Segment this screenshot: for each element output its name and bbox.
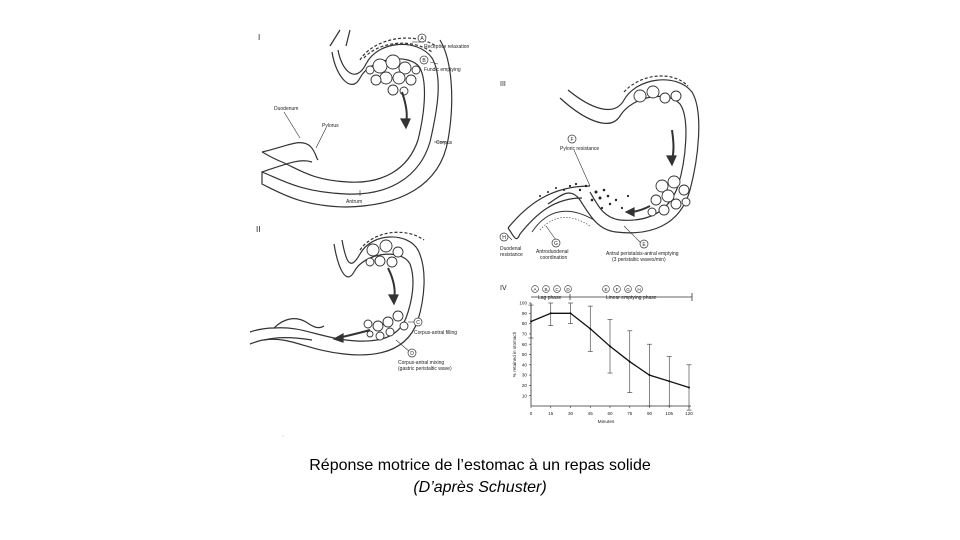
phase-letter-marker	[635, 285, 643, 293]
label-corpus: Corpus	[436, 140, 453, 146]
phase-letter-marker	[531, 285, 539, 293]
label-duodenum: Duodenum	[274, 106, 298, 112]
phase-letter-marker	[624, 285, 632, 293]
y-tick-label: 90	[522, 311, 528, 316]
label-duodenal: Duodenal	[500, 246, 521, 252]
label-e-letter: E	[642, 242, 646, 248]
label-corpus-antral-mixing: Corpus-antral mixing	[398, 360, 444, 366]
panel-iv: IV A B C D E F G H Lag phase Linear emptying p…	[500, 285, 693, 425]
y-tick-label: 30	[522, 373, 528, 378]
label-pylorus: Pylorus	[322, 123, 339, 129]
label-a-letter: A	[420, 36, 424, 42]
label-antral-peristalsis: Antral peristalsis-antral emptying	[606, 251, 679, 257]
data-point	[530, 320, 532, 323]
panel-iv-numeral: IV	[500, 285, 507, 292]
label-e-marker	[639, 239, 649, 249]
data-point	[628, 360, 631, 363]
panel-iii-numeral: III	[500, 81, 506, 88]
label-corpus-antral-filling: Corpus-antral filling	[414, 330, 457, 336]
phase-letter-marker	[564, 285, 572, 293]
phase-bars	[531, 293, 693, 301]
x-axis-label: Minutes	[598, 419, 615, 425]
artifact-dot	[282, 435, 284, 437]
linear-phase-letters: E F G H	[602, 285, 643, 293]
x-tick-label: 15	[548, 411, 554, 416]
x-tick-label: 90	[647, 411, 653, 416]
y-tick-label: 100	[519, 301, 527, 306]
y-tick-label: 20	[522, 383, 528, 388]
y-tick-label: 10	[522, 393, 528, 398]
data-point	[589, 327, 592, 330]
label-h-marker	[499, 232, 509, 242]
phase-letter: F	[616, 287, 619, 292]
x-tick-label: 75	[627, 411, 633, 416]
x-tick-label: 60	[607, 411, 613, 416]
phase-letter-marker	[602, 285, 610, 293]
label-coordination: coordination	[540, 255, 567, 261]
label-h-letter: H	[502, 235, 506, 241]
phase-letter: E	[604, 287, 607, 292]
label-peristaltic-waves-rate: (3 peristaltic waves/min)	[612, 257, 666, 263]
panel-iii: III	[499, 75, 700, 263]
panel-ii-numeral: II	[256, 225, 260, 234]
data-point	[549, 312, 552, 315]
phase-letter-marker	[613, 285, 621, 293]
y-tick-label: 70	[522, 332, 528, 337]
y-tick-label: 50	[522, 352, 528, 357]
phase-letter: C	[555, 287, 559, 292]
label-b-marker	[419, 55, 429, 65]
label-g-letter: G	[554, 241, 558, 247]
label-pyloric-resistance: Pyloric resistance	[560, 146, 599, 152]
panel-ii: II C Corpus-antral fillin	[249, 225, 457, 372]
y-tick-label: 60	[522, 342, 528, 347]
panel-i: I	[258, 29, 470, 208]
phase-letter: H	[637, 287, 640, 292]
x-tick-label: 30	[568, 411, 574, 416]
y-tick-label: 80	[522, 321, 528, 326]
label-c-marker	[413, 317, 423, 327]
label-a-marker	[417, 33, 427, 43]
label-antroduodenal: Antroduodenal	[536, 249, 569, 255]
phase-letter: B	[544, 287, 547, 292]
x-tick-label: 120	[685, 411, 693, 416]
x-tick-label: 105	[665, 411, 673, 416]
figure-caption-title: Réponse motrice de l’estomac à un repas …	[309, 457, 651, 474]
panel-i-numeral: I	[258, 33, 260, 42]
label-gastric-peristaltic-wave: (gastric peristaltic wave)	[398, 366, 452, 372]
label-resistance: resistance	[500, 252, 523, 258]
label-receptive-relaxation: Receptive relaxation	[424, 44, 470, 50]
data-point	[609, 345, 611, 348]
gastric-retention-chart: 10 20 30 40 50 60 70 80 90 100 0 15 30 45 60 75 90 105 120…	[512, 301, 693, 425]
panel-iii-stomach-drawing	[507, 75, 700, 243]
label-d-marker	[407, 348, 417, 358]
label-fundic-emptying: Fundic emptying	[424, 67, 461, 73]
phase-letter: A	[533, 287, 537, 292]
data-point	[688, 386, 690, 389]
lag-phase-letters: A B C D	[531, 285, 572, 293]
data-point	[569, 312, 572, 315]
x-tick-label: 45	[588, 411, 594, 416]
lag-phase-label: Lag phase	[538, 295, 562, 301]
data-point	[668, 380, 671, 383]
phase-letter-marker	[553, 285, 561, 293]
y-tick-label: 40	[522, 362, 528, 367]
panel-ii-stomach-drawing	[249, 231, 425, 356]
y-axis-label: % retained in stomach	[512, 331, 517, 377]
panel-i-stomach-drawing	[261, 29, 453, 208]
phase-letter: G	[626, 287, 630, 292]
label-b-letter: B	[422, 58, 426, 64]
phase-letter-marker	[542, 285, 550, 293]
label-g-marker	[551, 238, 561, 248]
label-d-letter: D	[410, 351, 414, 357]
label-antrum: Antrum	[346, 199, 362, 205]
data-point	[648, 374, 651, 377]
linear-phase-label: Linear emptying phase	[606, 295, 657, 301]
figure-caption-source: (D’après Schuster)	[413, 479, 547, 496]
phase-letter: D	[566, 287, 570, 292]
label-f-marker	[567, 134, 577, 144]
x-tick-label: 0	[530, 411, 533, 416]
label-c-letter: C	[416, 320, 420, 326]
label-f-letter: F	[570, 137, 573, 143]
